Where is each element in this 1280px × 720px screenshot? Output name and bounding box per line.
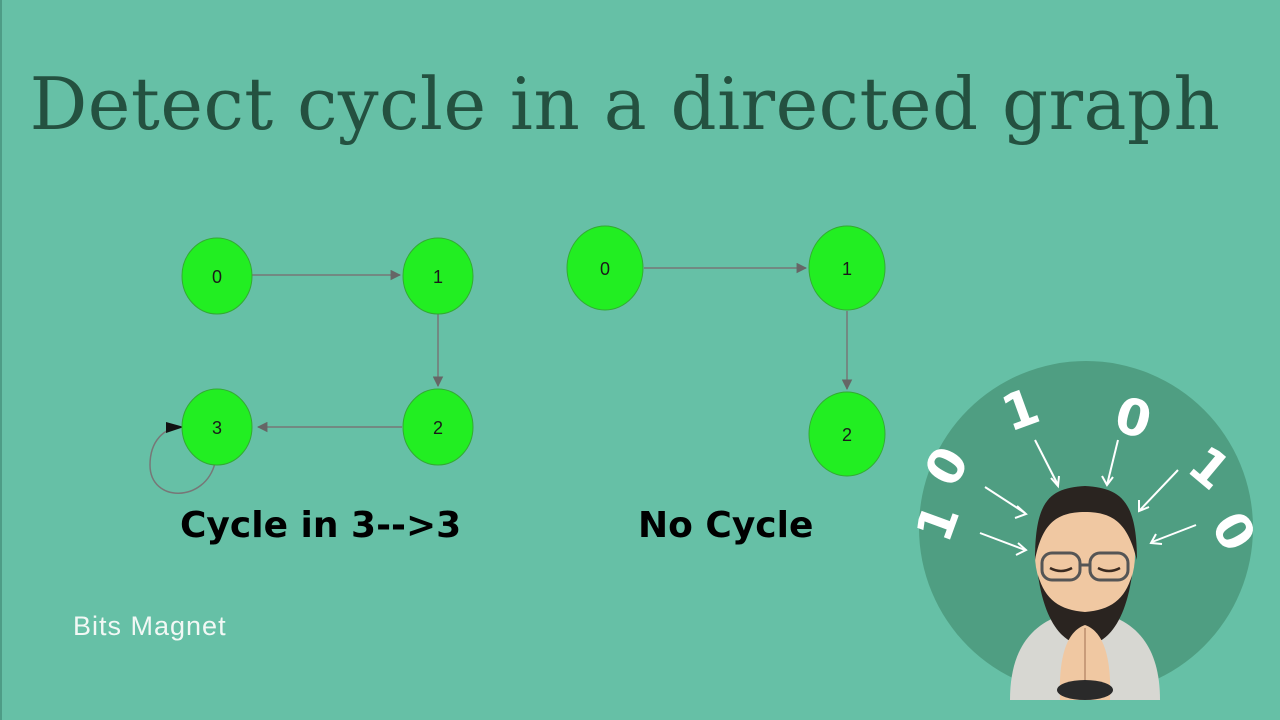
brand-watermark: Bits Magnet [73, 611, 227, 641]
node-3-left: 3 [181, 388, 253, 466]
node-0-right: 0 [566, 225, 644, 311]
node-1-left: 1 [402, 237, 474, 315]
self-loop-3 [149, 426, 216, 494]
node-0-left: 0 [181, 237, 253, 315]
caption-no-cycle: No Cycle [638, 505, 814, 546]
node-2-right: 2 [808, 391, 886, 477]
node-label: 2 [433, 418, 443, 438]
node-2-left: 2 [402, 388, 474, 466]
node-label: 2 [842, 425, 852, 445]
caption-cycle: Cycle in 3-->3 [180, 505, 462, 546]
memoji-character [1010, 486, 1160, 700]
node-label: 0 [600, 259, 610, 279]
arrows-to-head [979, 439, 1197, 556]
slide-title: Detect cycle in a directed graph [29, 62, 1221, 146]
node-label: 1 [433, 267, 443, 287]
self-loop-arrowhead [166, 422, 184, 433]
node-label: 3 [212, 418, 222, 438]
node-1-right: 1 [808, 225, 886, 311]
node-label: 1 [842, 259, 852, 279]
left-edge-line [0, 0, 2, 720]
node-label: 0 [212, 267, 222, 287]
